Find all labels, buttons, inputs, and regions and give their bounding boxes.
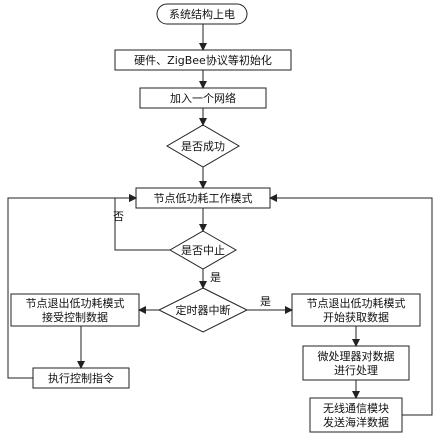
- acquire-data-line2: 开始获取数据: [323, 310, 389, 324]
- execute-node: 执行控制指令: [32, 367, 130, 389]
- process-line2: 进行处理: [334, 364, 378, 377]
- wireless-line1: 无线通信模块: [323, 401, 389, 415]
- process-node: 微处理器对数据 进行处理: [302, 345, 410, 381]
- arrow-execute-loop: [7, 194, 137, 379]
- acquire-data-line1: 节点退出低功耗模式: [307, 296, 406, 310]
- decision-timer-node: 定时器中断: [157, 287, 249, 333]
- init-label: 硬件、ZigBee协议等初始化: [134, 53, 272, 67]
- join-label: 加入一个网络: [170, 91, 236, 105]
- decision-success-label: 是否成功: [181, 140, 225, 153]
- low-power-label: 节点低功耗工作模式: [154, 192, 253, 205]
- label-no: 否: [113, 210, 124, 223]
- decision-timer-label: 定时器中断: [176, 303, 231, 317]
- receive-control-node: 节点退出低功耗模式 接受控制数据: [10, 293, 140, 327]
- decision-success-node: 是否成功: [166, 124, 240, 168]
- low-power-node: 节点低功耗工作模式: [135, 187, 271, 209]
- receive-control-line2: 接受控制数据: [42, 310, 108, 324]
- receive-control-line1: 节点退出低功耗模式: [26, 296, 125, 310]
- decision-interrupt-node: 是否中止: [168, 230, 238, 270]
- process-line1: 微处理器对数据: [318, 349, 395, 363]
- execute-label: 执行控制指令: [48, 371, 114, 385]
- wireless-line2: 发送海洋数据: [323, 415, 389, 429]
- start-node: 系统结构上电: [156, 3, 248, 25]
- wireless-node: 无线通信模块 发送海洋数据: [309, 397, 403, 433]
- init-node: 硬件、ZigBee协议等初始化: [114, 49, 292, 71]
- arrow-wireless-loop: [269, 194, 433, 416]
- label-yes-interrupt: 是: [210, 271, 221, 284]
- connectors: [7, 24, 433, 416]
- join-node: 加入一个网络: [139, 87, 267, 109]
- label-yes-timer: 是: [260, 295, 271, 308]
- decision-interrupt-label: 是否中止: [181, 244, 225, 257]
- start-label: 系统结构上电: [169, 7, 235, 21]
- acquire-data-node: 节点退出低功耗模式 开始获取数据: [291, 293, 421, 327]
